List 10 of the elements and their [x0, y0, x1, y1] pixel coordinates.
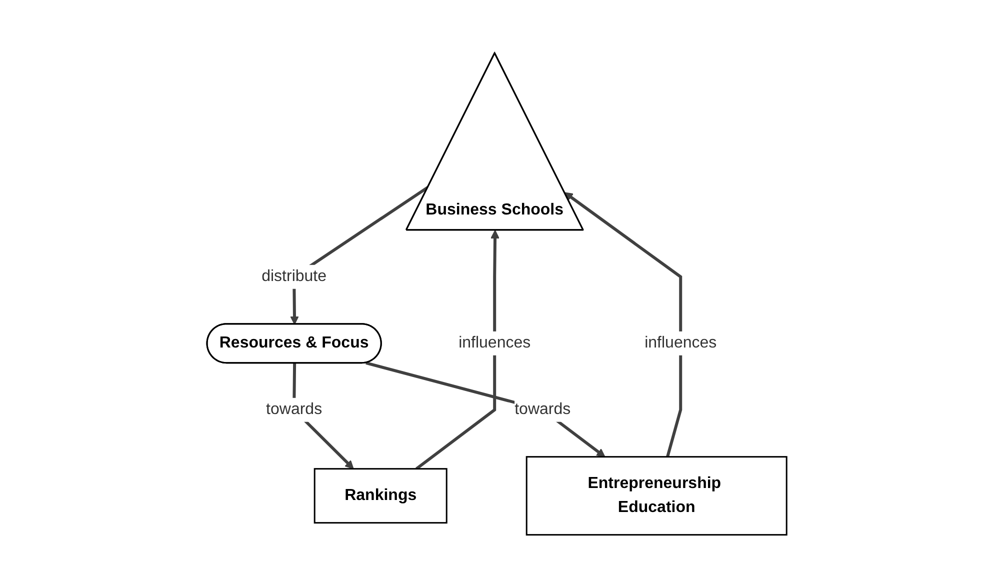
edge-label: influences [644, 334, 717, 352]
node-box: Entrepreneurship Education [526, 456, 788, 536]
edge-label: influences [458, 334, 531, 352]
arrow [366, 362, 606, 458]
arrow [416, 230, 500, 470]
arrow [564, 192, 682, 458]
node-box: Rankings [314, 468, 448, 524]
edge-label: towards [514, 400, 571, 418]
edge-label: towards [266, 400, 322, 418]
edge-label: distribute [262, 268, 327, 285]
